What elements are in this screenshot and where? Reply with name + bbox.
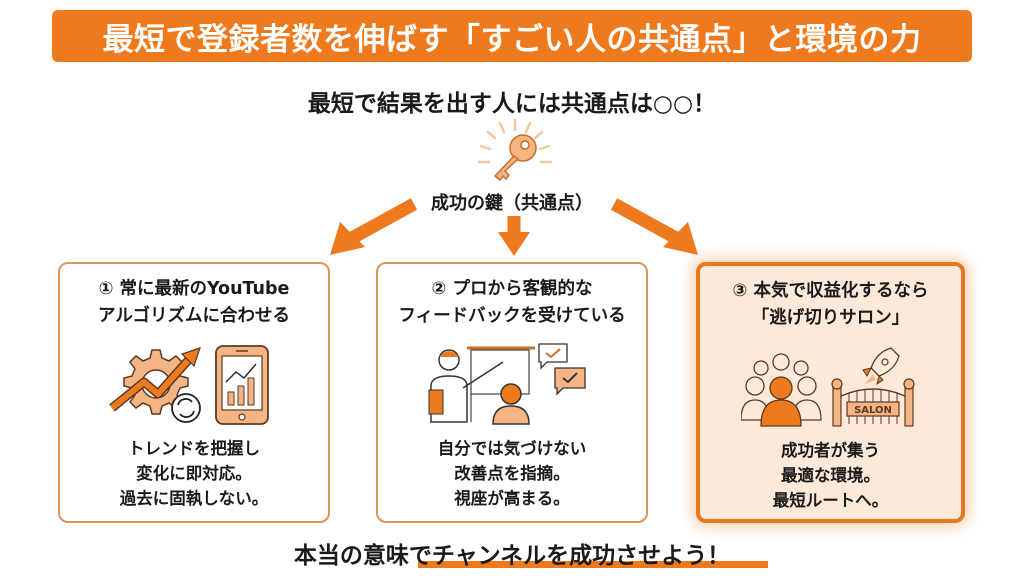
presenter-icon (428, 349, 504, 423)
rocket-icon (861, 347, 900, 386)
footer-underline (418, 561, 768, 568)
card-illustration (378, 342, 646, 425)
card-description: 成功者が集う 最適な環境。 最短ルートへ。 (772, 441, 889, 510)
card-salon: ③ 本気で収益化するなら 「逃げ切りサロン」 (696, 262, 965, 523)
card-feedback: ② プロから客観的な フィードバックを受けている (376, 262, 648, 523)
checkmark-bubble-icon (538, 343, 586, 396)
smartphone-chart-icon (215, 345, 269, 425)
card-description: 自分では気づけない 改善点を指摘。 視座が高まる。 (437, 439, 587, 508)
card-title: ① 常に最新のYouTube アルゴリズムに合わせる (98, 279, 290, 326)
refresh-icon (171, 393, 201, 423)
community-icon (740, 353, 822, 427)
card-illustration: SALON (700, 344, 961, 427)
card-description: トレンドを把握し 変化に即対応。 過去に固執しない。 (119, 439, 269, 508)
page-title: 最短で登録者数を伸ばす「すごい人の共通点」と環境の力 (102, 21, 922, 58)
card-illustration (60, 342, 328, 425)
arrow-right-icon (663, 222, 698, 255)
listener-icon (492, 383, 530, 425)
card-title: ② プロから客観的な フィードバックを受けている (398, 279, 626, 326)
arrow-left-icon (330, 222, 365, 255)
card-algorithm: ① 常に最新のYouTube アルゴリズムに合わせる (58, 262, 330, 523)
whiteboard-icon (467, 346, 535, 422)
subtitle: 最短で結果を出す人には共通点は○○！ (307, 91, 717, 117)
key-label: 成功の鍵（共通点） (431, 193, 593, 214)
gear-trend-arrow-icon (109, 347, 201, 415)
footer-message: 本当の意味でチャンネルを成功させよう！ (293, 543, 731, 569)
card-title: ③ 本気で収益化するなら 「逃げ切りサロン」 (732, 281, 929, 328)
salon-gate-icon: SALON (830, 378, 915, 427)
arrow-down-icon (498, 232, 530, 256)
key-icon (455, 118, 575, 188)
salon-sign: SALON (854, 405, 892, 416)
title-banner: 最短で登録者数を伸ばす「すごい人の共通点」と環境の力 (52, 10, 972, 62)
